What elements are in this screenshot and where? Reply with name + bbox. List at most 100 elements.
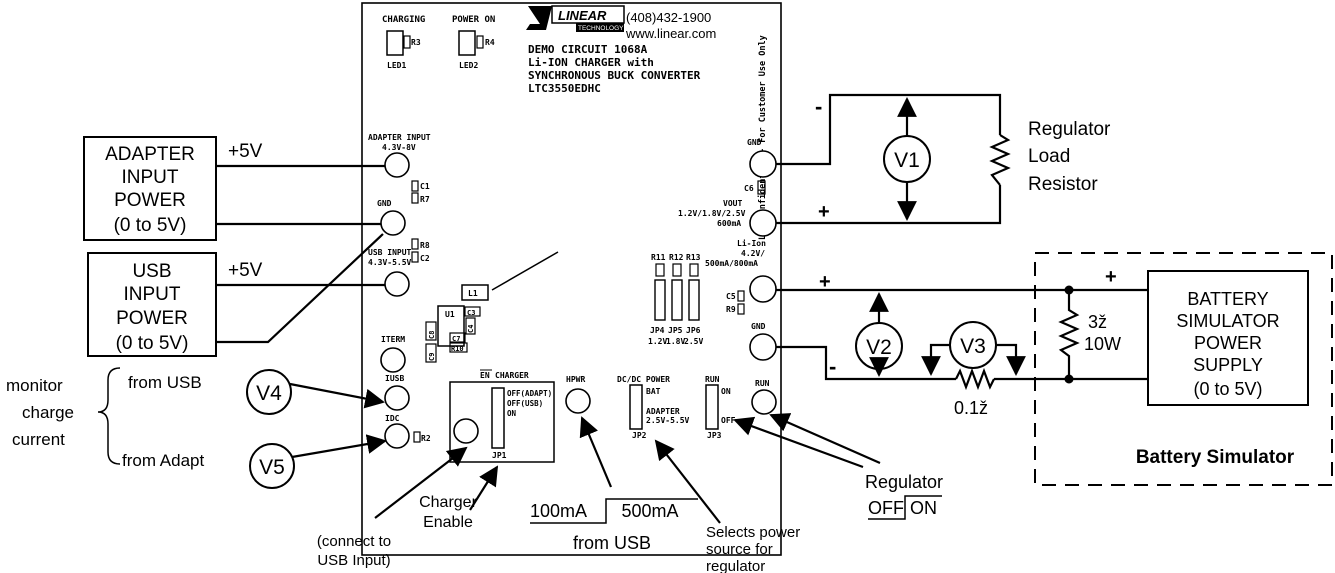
en-bar-label: EN [480, 371, 490, 380]
sense-resistor-zigzag [955, 367, 995, 391]
monitor-brace [97, 367, 121, 465]
adapter-box-line-2: INPUT [122, 167, 179, 188]
adapter-input-terminal[interactable] [384, 152, 410, 178]
dcdc-power-label: DC/DC POWER [617, 375, 670, 384]
c8-label: C8 [428, 331, 436, 339]
logo-text: LINEAR [558, 8, 607, 23]
battery-simulator-dashed-border [1034, 252, 1333, 486]
plus-batt: + [819, 271, 831, 293]
gnd-top-label: GND [747, 138, 762, 147]
c5-capacitor [737, 290, 745, 302]
vout-label: VOUT [723, 199, 742, 208]
jp1-jumper [491, 387, 505, 449]
adapter-box-line-3: POWER [114, 190, 186, 211]
charger-label: CHARGER [495, 371, 529, 380]
hpwr-terminal[interactable] [565, 388, 591, 414]
jp3-label: JP3 [707, 431, 722, 440]
v3-label: V3 [960, 335, 986, 358]
gnd-left-terminal[interactable] [380, 210, 406, 236]
r10-label: R10 [451, 345, 464, 353]
v5-probe-arrow [291, 434, 387, 459]
load-resistor-zigzag [989, 134, 1011, 186]
u1-label: U1 [445, 310, 455, 319]
v1-label: V1 [894, 149, 920, 172]
c3-label: C3 [467, 309, 475, 317]
c7-capacitor [449, 332, 466, 343]
reg-load-line-3: Resistor [1028, 174, 1098, 195]
regulator-selector-line [868, 495, 942, 520]
vout-range: 1.2V/1.8V/2.5V [678, 209, 746, 218]
hpwr-500ma: 500mA [621, 501, 678, 521]
reg-load-line-1: Regulator [1028, 119, 1111, 140]
charger-enable-line-1: Charger [419, 494, 477, 511]
board-title-1: DEMO CIRCUIT 1068A [528, 43, 648, 56]
linear-logo: LINEAR TECHNOLOGY [526, 5, 625, 32]
idc-label: IDC [385, 414, 400, 423]
usb-input-label: USB INPUT [368, 248, 412, 257]
power-on-label: POWER ON [452, 15, 495, 25]
liion-current: 500mA/800mA [705, 259, 758, 268]
usb-input-terminal[interactable] [384, 271, 410, 297]
confidential-note: LTC Confidential - For Customer Use Only [757, 35, 768, 240]
r13-label: R13 [686, 253, 701, 262]
gnd-batt-terminal[interactable] [749, 333, 777, 361]
gnd-top-terminal[interactable] [749, 150, 777, 178]
reg-load-line-2: Load [1028, 146, 1070, 167]
connect-usb-line-1: (connect to [317, 533, 391, 550]
jp5-label: JP5 [668, 326, 683, 335]
r12-label: R12 [669, 253, 684, 262]
selects-line-3: regulator [706, 558, 765, 573]
c8-capacitor [425, 321, 437, 341]
hpwr-selector-line [530, 498, 698, 524]
c3-capacitor [464, 306, 481, 317]
phone-number: (408)432-1900 [626, 10, 711, 25]
jp2-adapter: ADAPTER [646, 407, 680, 416]
gnd-batt-label: GND [751, 322, 766, 331]
r8-resistor [411, 238, 419, 250]
v5-meter [249, 443, 295, 489]
iterm-terminal[interactable] [380, 347, 406, 373]
idc-terminal[interactable] [384, 423, 410, 449]
hpwr-label: HPWR [566, 375, 585, 384]
hpwr-100ma: 100mA [530, 501, 587, 521]
c6-capacitor [757, 180, 766, 195]
usb-box-line-2: INPUT [124, 284, 181, 305]
shunt-resistor-zigzag [1058, 290, 1080, 379]
c5-label: C5 [726, 292, 736, 301]
r3-resistor [403, 35, 411, 49]
usb-ground-wire [216, 233, 384, 344]
jp1-label: JP1 [492, 451, 507, 460]
jp4-voltage: 1.2V [648, 337, 667, 346]
r11-label: R11 [651, 253, 666, 262]
jp1-off-usb: OFF(USB) [507, 399, 543, 408]
run-terminal[interactable] [751, 389, 777, 415]
r7-label: R7 [420, 195, 430, 204]
monitor-line-1: monitor [6, 376, 63, 395]
c9-label: C9 [428, 353, 436, 361]
plus-top: + [818, 201, 830, 223]
charger-enable-terminal[interactable] [453, 418, 479, 444]
minus-batt: - [829, 354, 836, 379]
c2-label: C2 [420, 254, 430, 263]
connect-usb-line-2: USB Input) [317, 552, 390, 569]
liion-terminal[interactable] [749, 275, 777, 303]
board-title-3: SYNCHRONOUS BUCK CONVERTER [528, 69, 701, 82]
connect-usb-arrow [374, 446, 468, 519]
jp1-on: ON [507, 409, 517, 418]
jp3-run: RUN [705, 375, 720, 384]
vout-terminal[interactable] [749, 209, 777, 237]
r12-resistor [672, 263, 682, 277]
l1-callout-line [491, 251, 559, 291]
iterm-label: ITERM [381, 335, 405, 344]
r2-label: R2 [421, 434, 431, 443]
charger-enable-arrow [469, 465, 499, 511]
v4-meter [246, 369, 292, 415]
c9-capacitor [425, 343, 437, 363]
run-terminal-label: RUN [755, 379, 770, 388]
jp6-voltage: 2.5V [684, 337, 703, 346]
jp3-jumper [705, 384, 719, 430]
regulator-on: ON [910, 498, 937, 518]
selects-line-2: source for [706, 541, 773, 558]
iusb-terminal[interactable] [384, 385, 410, 411]
